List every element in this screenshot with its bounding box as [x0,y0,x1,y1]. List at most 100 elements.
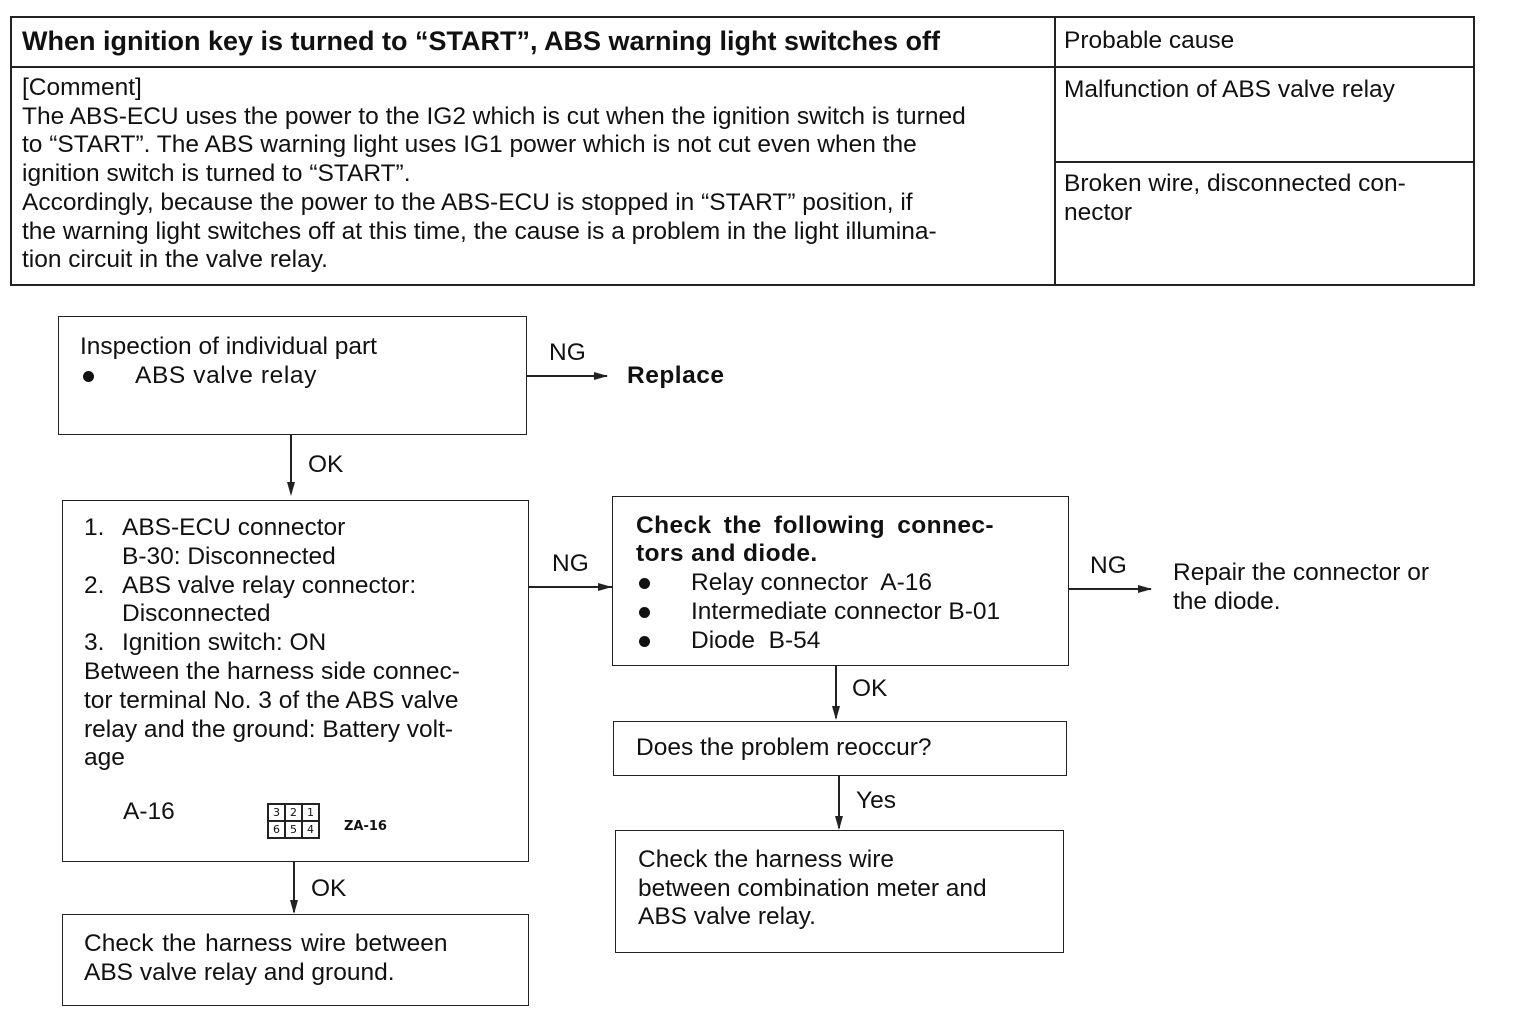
check-connectors-box: Check the following connec- tors and dio… [612,496,1069,666]
replace-text: Replace [627,362,725,389]
symptom-table [10,16,1475,286]
step-line: ABS-ECU connector [122,514,346,541]
list-item: Relay connector A-16 [639,569,1000,598]
reoccur-box: Does the problem reoccur? [613,721,1067,776]
list-item: Intermediate connector B-01 [639,598,1000,627]
bullet-icon [639,635,650,647]
connector-line [293,862,295,912]
step-number: 3. [84,629,105,657]
comment-line: Accordingly, because the power to the AB… [22,188,913,216]
pin-label: 5 [285,821,302,838]
ng-label-repair: NG [1090,552,1127,579]
table-header-divider [10,66,1475,68]
step-3: 3. Ignition switch: ON [84,629,460,658]
bullet-icon [83,371,94,382]
list-item-label: Diode B-54 [691,626,821,654]
arrow-right-icon [594,372,608,380]
step-text: ABS-ECU connector B-30: Disconnected [122,514,345,572]
check-meter-box: Check the harness wire between combinati… [615,830,1064,953]
bullet-icon [639,578,650,589]
arrow-right-icon [598,583,612,591]
condition-line: relay and the ground: Battery volt- [84,715,454,743]
bullet-icon [639,606,650,618]
connector-code: ZA-16 [344,819,387,834]
arrow-down-icon [290,900,298,914]
condition-line: age [84,744,125,772]
ng-label-replace: NG [549,339,586,366]
step-1: 1. ABS-ECU connector B-30: Disconnected [84,514,460,572]
cause-line: nector [1064,198,1133,226]
measure-steps: 1. ABS-ECU connector B-30: Disconnected … [84,514,460,773]
cause-line: Broken wire, disconnected con- [1064,170,1406,197]
check-meter-text: Check the harness wire between combinati… [638,846,987,932]
comment-line: the warning light switches off at this t… [22,217,937,245]
check-ground-text: Check the harness wire between ABS valve… [84,930,447,987]
step-line: Ignition switch: ON [122,629,327,657]
connector-line [529,586,613,588]
condition-line: Between the harness side connec- [84,657,460,685]
comment-line: to “START”. The ABS warning light uses I… [22,131,917,159]
arrow-down-icon [832,706,840,720]
connector-id: A-16 [123,798,175,825]
text-line: ABS valve relay and ground. [84,958,395,986]
text-line: Check the harness wire [638,846,895,873]
title-line: tors and diode. [636,540,818,567]
pin-label: 1 [302,804,319,821]
connector-line [835,666,837,718]
pin-label: 4 [302,821,319,838]
title-line: Check the following connec- [636,512,994,539]
cause-1: Malfunction of ABS valve relay [1064,76,1468,105]
pin-label: 6 [268,821,285,838]
cause-header: Probable cause [1064,27,1235,54]
symptom-title: When ignition key is turned to “START”, … [22,26,941,56]
comment-line: tion circuit in the valve relay. [22,246,328,274]
text-line: between combination meter and [638,874,987,902]
arrow-down-icon [287,482,295,496]
condition-line: tor terminal No. 3 of the ABS valve [84,686,459,714]
step-line: ABS valve relay connector: [122,571,417,599]
connector-line [527,375,607,377]
step-line: B-30: Disconnected [122,542,336,570]
inspection-item-label: ABS valve relay [135,362,317,389]
comment-text: [Comment] The ABS-ECU uses the power to … [22,74,1047,275]
list-item-label: Relay connector A-16 [691,569,933,596]
step-text: Ignition switch: ON [122,629,326,658]
comment-line: The ABS-ECU uses the power to the IG2 wh… [22,102,966,130]
list-item: Diode B-54 [639,627,1000,656]
step-number: 1. [84,514,105,541]
step-2: 2. ABS valve relay connector: Disconnect… [84,572,460,630]
inspection-box: Inspection of individual part ABS valve … [58,316,527,435]
cause-2: Broken wire, disconnected con- nector [1064,170,1468,227]
measure-box: 1. ABS-ECU connector B-30: Disconnected … [62,500,529,862]
text-line: Check the harness wire between [84,930,448,957]
step-text: ABS valve relay connector: Disconnected [122,572,416,630]
connector-pinout-icon: 3 2 1 6 5 4 [267,803,320,839]
connector-line [1069,588,1151,590]
arrow-down-icon [835,816,843,830]
ok-label: OK [852,675,888,702]
ok-label: OK [311,875,347,902]
ng-label-connectors: NG [552,550,589,577]
reoccur-question: Does the problem reoccur? [636,734,932,761]
comment-line: ignition switch is turned to “START”. [22,160,411,188]
table-cause-divider [1054,161,1475,163]
connector-line [838,776,840,828]
pin-label: 3 [268,804,285,821]
arrow-right-icon [1138,585,1152,593]
table-column-divider [1054,16,1056,286]
check-connectors-items: Relay connector A-16 Intermediate connec… [639,569,1000,655]
text-line: ABS valve relay. [638,903,816,930]
repair-line: the diode. [1173,587,1281,615]
repair-line: Repair the connector or [1173,559,1430,586]
ok-label: OK [308,451,344,478]
repair-text: Repair the connector or the diode. [1173,559,1429,616]
pin-label: 2 [285,804,302,821]
step-number: 2. [84,571,105,599]
check-ground-box: Check the harness wire between ABS valve… [62,914,529,1006]
inspection-item: ABS valve relay [83,362,317,391]
check-connectors-title: Check the following connec- tors and dio… [636,512,994,568]
yes-label: Yes [856,787,896,814]
comment-label: [Comment] [22,74,142,101]
connector-line [290,435,292,493]
list-item-label: Intermediate connector B-01 [691,597,1001,625]
